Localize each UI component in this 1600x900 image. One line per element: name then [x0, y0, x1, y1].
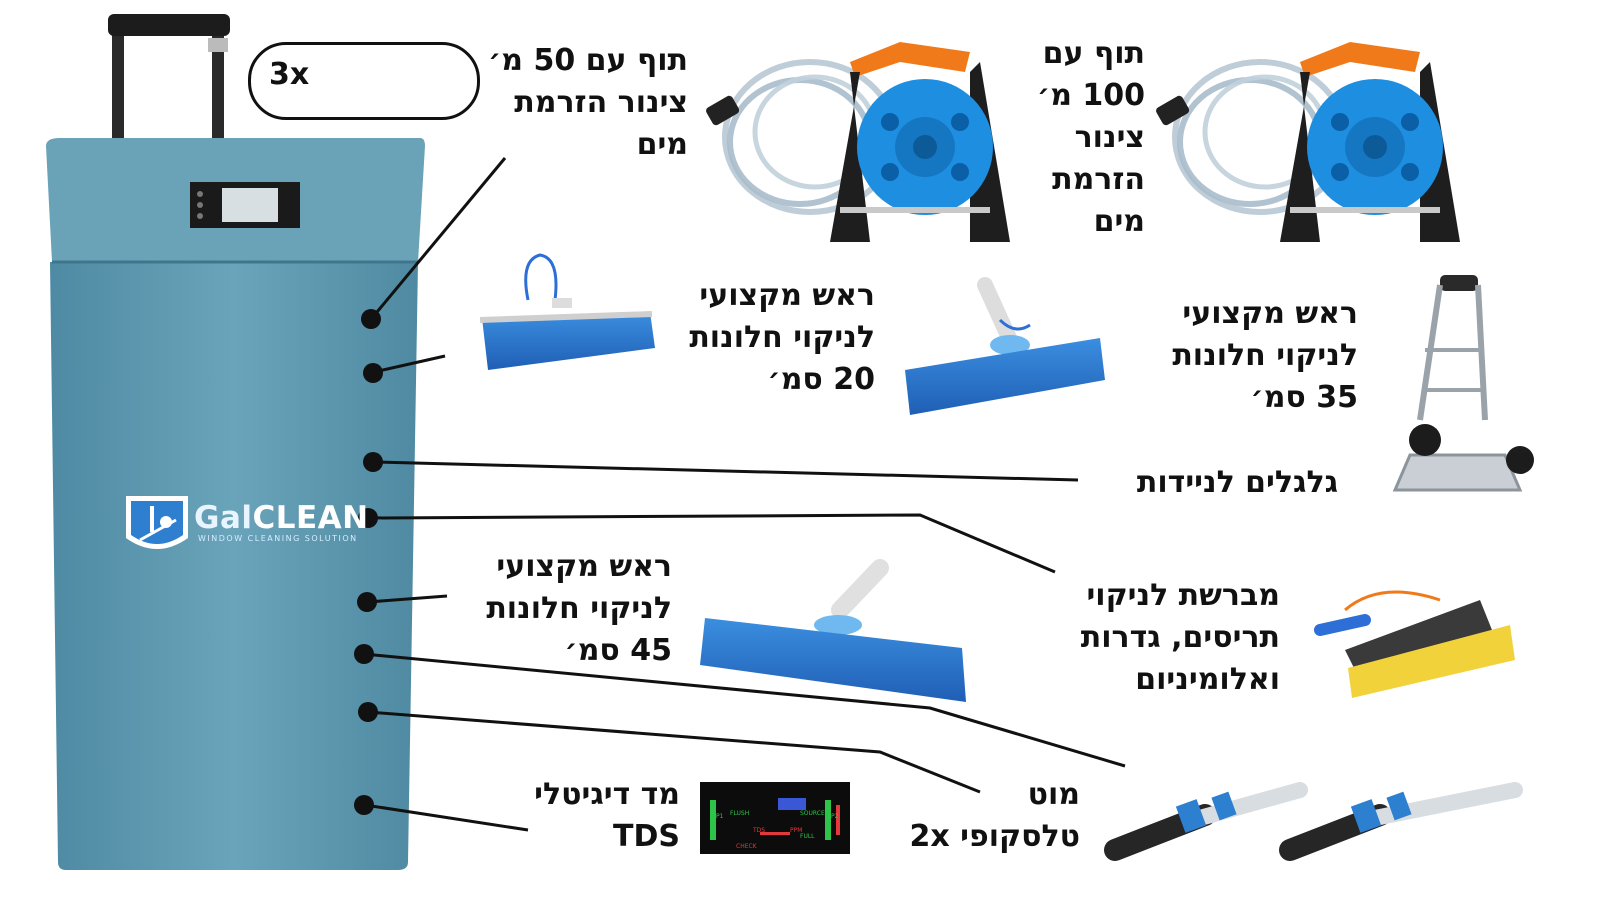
handle-left-bar — [112, 18, 124, 143]
hose-reel-100m — [1156, 42, 1460, 242]
anchor-dots — [354, 309, 383, 815]
label-wheels: גלגלים לניידות — [1136, 465, 1338, 500]
unit-body — [50, 262, 418, 870]
tds-meter-display — [700, 782, 850, 854]
tds-tds-text: TDS — [752, 827, 765, 834]
workers-badge: 3x — [248, 42, 480, 120]
handle-grip — [108, 14, 230, 36]
tds-check-text: CHECK — [736, 843, 758, 850]
handle-lock — [208, 38, 228, 52]
trolley-wheels — [1392, 275, 1534, 492]
leader-pole-a — [363, 652, 1126, 768]
leader-pole-b — [367, 710, 981, 794]
brand-name: GalCLEAN — [194, 500, 369, 536]
brand-name-gal: Gal — [194, 500, 253, 536]
tds-full-text: FULL — [800, 833, 815, 840]
brand-tagline: WINDOW CLEANING SOLUTION — [198, 534, 358, 543]
brand-name-clean: CLEAN — [252, 500, 369, 536]
tds-ppm-text: PPM — [790, 827, 802, 834]
leader-hose — [370, 157, 507, 319]
telescopic-pole-2 — [1279, 782, 1523, 861]
hose-reel-50m — [706, 42, 1010, 242]
control-screen — [222, 188, 278, 222]
tds-p1-text: P1 — [716, 813, 724, 820]
window-head-35cm — [905, 277, 1105, 415]
cleaning-brush — [1314, 590, 1515, 698]
leader-lines — [363, 157, 1126, 832]
leader-wheels — [373, 460, 1079, 482]
workers-count: 3x — [269, 57, 310, 92]
galclean-brand: GalCLEAN WINDOW CLEANING SOLUTION — [128, 500, 368, 560]
tds-p2-text: P2 — [831, 813, 839, 820]
leader-tds — [364, 803, 529, 832]
leader-brush — [369, 513, 1056, 574]
leader-head45 — [367, 594, 448, 604]
water-purifier-unit — [46, 14, 425, 870]
handle-right-bar — [212, 18, 224, 143]
window-head-20cm — [479, 253, 655, 370]
galclean-logo-emblem — [126, 496, 188, 549]
tds-flush-text: FLUSH — [730, 810, 749, 817]
telescopic-pole-1 — [1104, 782, 1308, 861]
window-head-45cm — [700, 559, 966, 702]
tds-source-text: SOURCE — [800, 810, 825, 817]
leader-head20 — [373, 354, 446, 374]
